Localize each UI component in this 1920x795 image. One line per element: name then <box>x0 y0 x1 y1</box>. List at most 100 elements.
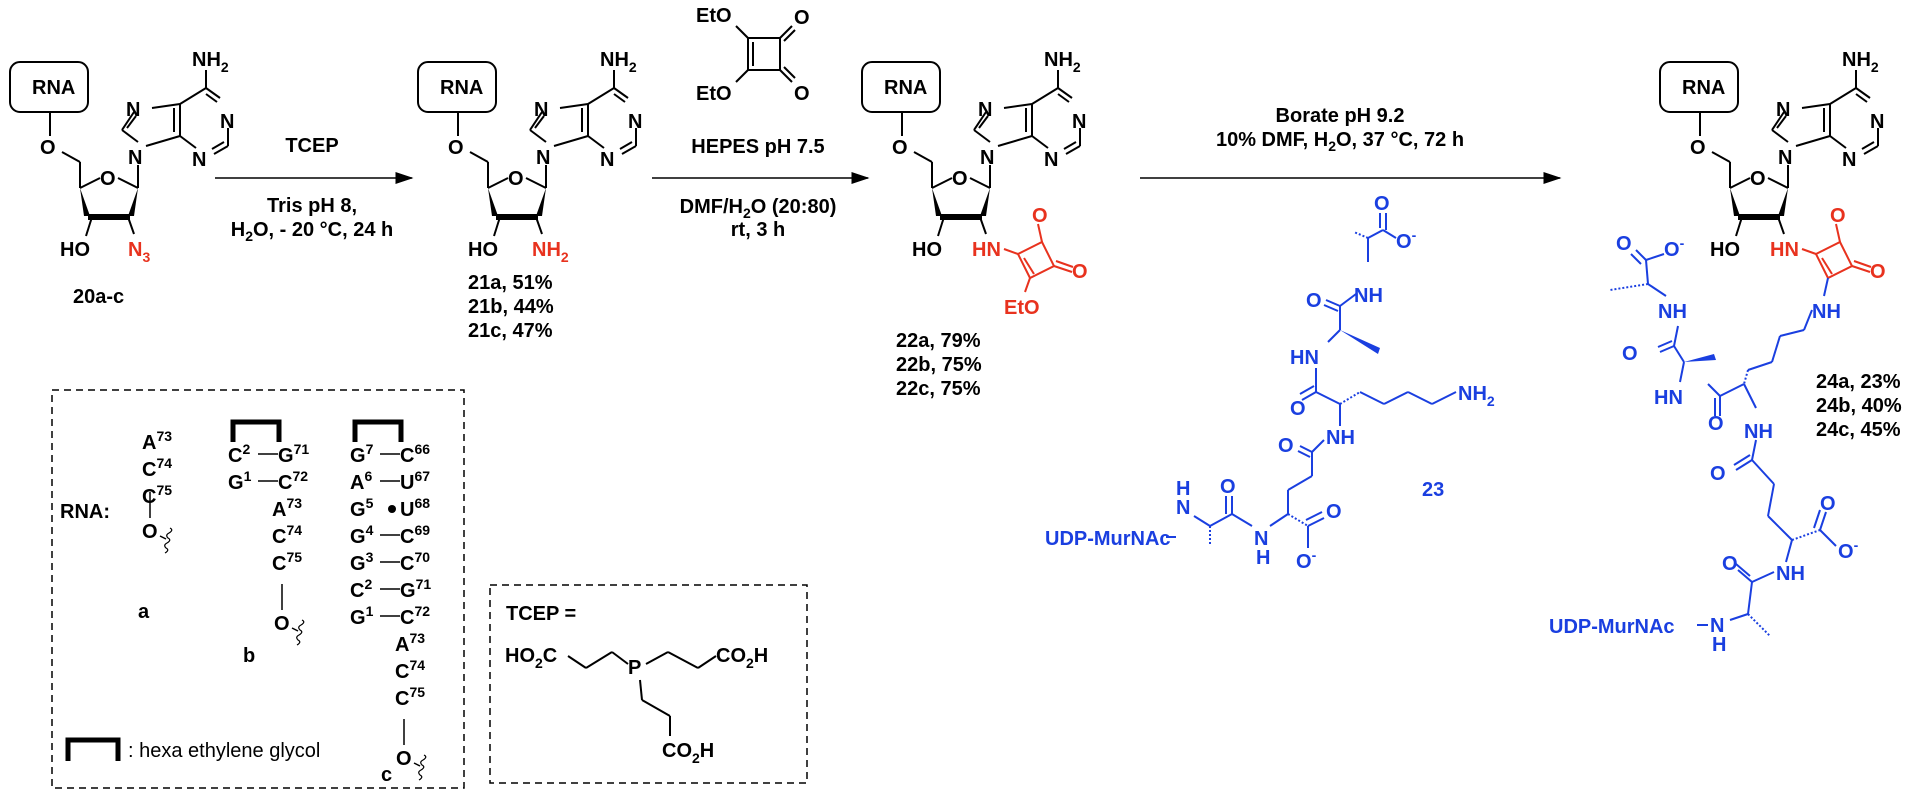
attachment-wavy-bond-icon <box>418 754 427 781</box>
step2-cond-1: DMF/H2O (20:80) <box>680 196 837 221</box>
atom-o: O <box>40 137 56 159</box>
atom-o: O <box>892 137 908 159</box>
tcep-title: TCEP = <box>506 603 576 625</box>
atom-h: H <box>1256 547 1270 569</box>
atom-n3: N <box>192 149 206 171</box>
atom-h: H <box>1712 634 1726 656</box>
atom-o: O <box>1306 290 1322 312</box>
atom-o: O <box>1722 553 1738 575</box>
atom-nh: NH <box>1354 285 1383 307</box>
step2-buffer: HEPES pH 7.5 <box>691 136 824 158</box>
atom-nh2: NH2 <box>1842 49 1879 75</box>
atom-n3: N <box>1044 149 1058 171</box>
atom-o-ring: O <box>100 168 116 190</box>
nucleotide: C74 <box>272 522 302 548</box>
hexa-ethylene-glycol-bracket-icon <box>230 419 282 442</box>
atom-hn: HN <box>1290 347 1319 369</box>
base-right: C66 <box>400 441 430 467</box>
udp-murnac-label: UDP-MurNAc <box>1549 616 1675 638</box>
atom-o: O <box>1622 343 1638 365</box>
wobble-pair-dot-icon <box>388 505 396 513</box>
rna-box-label: RNA <box>32 77 75 99</box>
atom-hn: HN <box>972 239 1001 261</box>
atom-o: O <box>1820 493 1836 515</box>
nucleotide: C75 <box>142 482 172 508</box>
base-right: C69 <box>400 522 430 548</box>
step3-conditions: 10% DMF, H2O, 37 °C, 72 h <box>1216 129 1464 154</box>
nucleotide: C74 <box>142 455 172 481</box>
atom-n1: N <box>1870 111 1884 133</box>
atom-o: O <box>1326 501 1342 523</box>
o-bond <box>413 762 421 767</box>
yield-21a: 21a, 51% <box>468 272 553 294</box>
compound-24: RNA O O N N NH2 N N HO HN O O NH <box>1660 49 1886 323</box>
atom-eto: EtO <box>696 5 732 27</box>
atom-n1: N <box>1072 111 1086 133</box>
hexa-ethylene-glycol-bracket-icon <box>65 737 121 761</box>
atom-ho: HO <box>912 239 942 261</box>
base-left: C2 <box>228 441 250 467</box>
base-right: G71 <box>278 441 309 467</box>
tcep-structure: HO2C P CO2H CO2H <box>505 645 768 766</box>
base-right: C72 <box>278 468 308 494</box>
rna-b-label: b <box>243 645 255 667</box>
nucleotide: A73 <box>395 630 425 656</box>
atom-o: O <box>142 521 158 543</box>
atom-eto: EtO <box>1004 297 1040 319</box>
atom-n1: N <box>220 111 234 133</box>
atom-o: O <box>448 137 464 159</box>
rna-box-label: RNA <box>884 77 927 99</box>
atom-o: O <box>794 83 810 105</box>
atom-o-ring: O <box>1750 168 1766 190</box>
compound-22: RNA O O N N NH2 N N HO HN O O EtO <box>862 49 1088 319</box>
carboxylate: O- <box>1664 235 1685 261</box>
atom-o: O <box>794 7 810 29</box>
atom-n9: N <box>980 147 994 169</box>
atom-hn: HN <box>1770 239 1799 261</box>
base-left: G5 <box>350 495 374 521</box>
base-right: C70 <box>400 549 430 575</box>
tcep-box <box>489 584 808 784</box>
atom-nh: NH <box>1776 563 1805 585</box>
atom-n: N <box>1710 615 1724 637</box>
compound-23-label: 23 <box>1422 479 1444 501</box>
rna-box-label: RNA <box>1682 77 1725 99</box>
compound-23: O O- NH O HN O NH2 NH <box>1045 193 1495 573</box>
base-left: A6 <box>350 468 372 494</box>
atom-n1: N <box>628 111 642 133</box>
base-left: C2 <box>350 576 372 602</box>
atom-o: O <box>1072 261 1088 283</box>
compound-24-peptide: O NH HN O NH O O- O O O- NH <box>1549 233 1859 656</box>
compound-20-label: 20a-c <box>73 286 124 308</box>
atom-o: O <box>1690 137 1706 159</box>
base-right: G71 <box>400 576 431 602</box>
nucleotide: A73 <box>272 495 302 521</box>
yield-22c: 22c, 75% <box>896 378 981 400</box>
yield-24a: 24a, 23% <box>1816 371 1901 393</box>
hexa-ethylene-glycol-bracket-icon <box>352 419 404 442</box>
atom-n3: N <box>600 149 614 171</box>
atom-ho: HO <box>1710 239 1740 261</box>
atom-o: O <box>396 748 412 770</box>
yield-24b: 24b, 40% <box>1816 395 1902 417</box>
compound-20: RNA O O N N NH2 N N HO N3 <box>10 49 234 265</box>
atom-h: H <box>1176 478 1190 500</box>
carboxylate: O- <box>1838 537 1859 563</box>
atom-o-ring: O <box>952 168 968 190</box>
atom-n9: N <box>1778 147 1792 169</box>
diethyl-squarate: EtO EtO O O <box>696 5 810 105</box>
bracket-note: : hexa ethylene glycol <box>128 740 320 762</box>
amine-group: NH2 <box>532 239 569 265</box>
tcep-phosphorus: P <box>628 657 641 679</box>
tcep-left-acid: HO2C <box>505 645 557 671</box>
atom-o-ring: O <box>508 168 524 190</box>
lysine-nh2: NH2 <box>1458 383 1495 409</box>
atom-nh2: NH2 <box>600 49 637 75</box>
step3-buffer: Borate pH 9.2 <box>1276 105 1405 127</box>
base-left: G1 <box>228 468 252 494</box>
carboxylate: O- <box>1296 547 1317 573</box>
base-right: U68 <box>400 495 430 521</box>
atom-n7: N <box>978 99 992 121</box>
